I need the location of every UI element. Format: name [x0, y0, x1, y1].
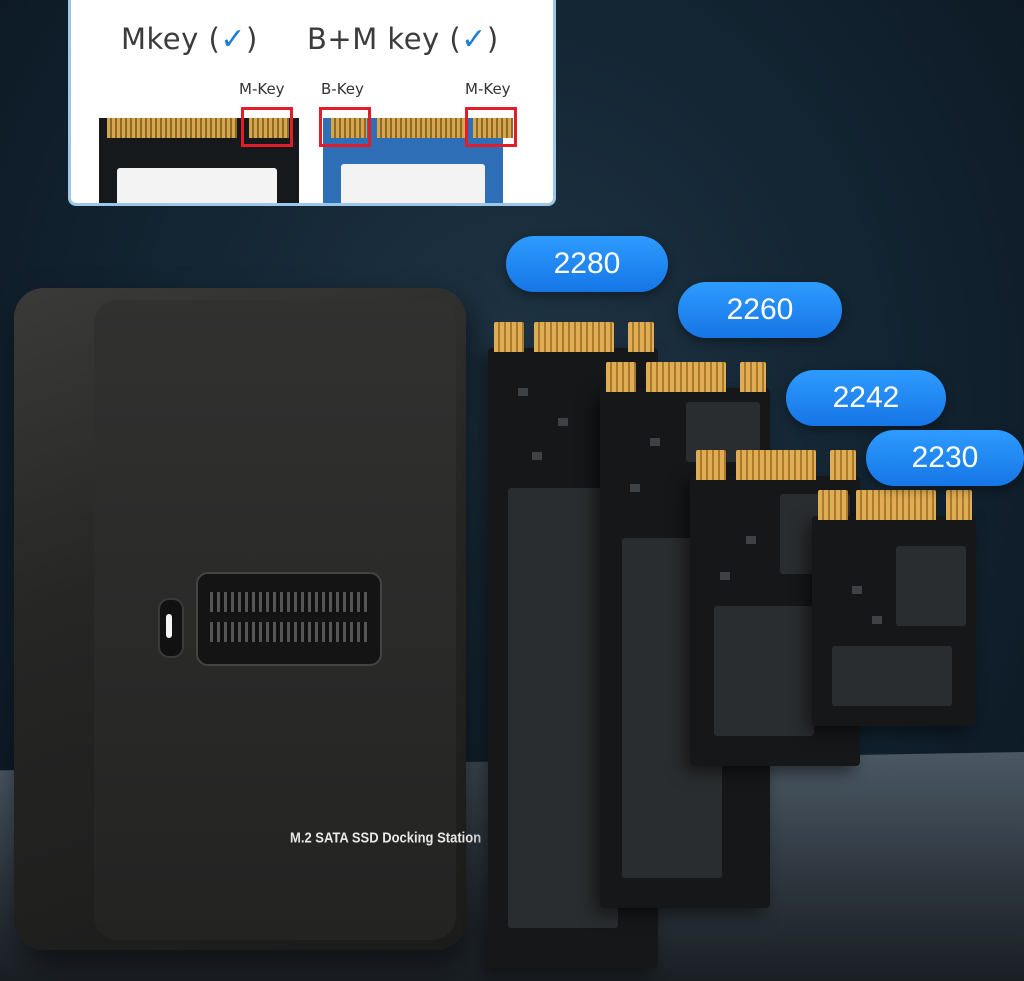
ssd-pins [646, 362, 726, 392]
mkey-pins-small [249, 118, 289, 138]
ssd-component [872, 616, 882, 624]
mkey-pins-blue [473, 118, 513, 138]
size-badge-2230: 2230 [866, 430, 1024, 486]
m2-slot [196, 572, 382, 666]
check-icon: ✓ [220, 22, 246, 57]
b-key-highlight [319, 107, 371, 147]
ssd-sticker [341, 164, 485, 203]
m-key-highlight-2 [465, 107, 517, 147]
ssd-pins [494, 322, 524, 352]
dock-label: M.2 SATA SSD Docking Station [290, 828, 482, 847]
m-key-label-2: M-Key [465, 80, 511, 98]
led-indicator-icon [158, 598, 184, 658]
ssd-chip [832, 646, 952, 706]
ssd-component [558, 418, 568, 426]
ssd-pins [534, 322, 614, 352]
ssd-component [746, 536, 756, 544]
size-badge-2242: 2242 [786, 370, 946, 426]
ssd-component [720, 572, 730, 580]
key-type-panel: Mkey (✓) B+M key (✓) M-Key B-Key M-Key [68, 0, 556, 206]
ssd-chip [714, 606, 814, 736]
size-badge-2260: 2260 [678, 282, 842, 338]
bkey-pins [331, 118, 367, 138]
ssd-pins [946, 490, 972, 520]
ssd-pins [856, 490, 936, 520]
bm-pins [377, 118, 465, 138]
b-key-label: B-Key [321, 80, 364, 98]
ssd-pins [740, 362, 766, 392]
ssd-2230 [812, 490, 976, 726]
ssd-pins [696, 450, 726, 480]
ssd-pins [818, 490, 848, 520]
mkey-heading: Mkey (✓) [121, 22, 258, 57]
ssd-pins [736, 450, 816, 480]
ssd-component [650, 438, 660, 446]
ssd-pins [628, 322, 654, 352]
ssd-sticker [117, 168, 277, 203]
ssd-component [630, 484, 640, 492]
m-key-highlight [241, 107, 293, 147]
m-key-label: M-Key [239, 80, 285, 98]
ssd-component [852, 586, 862, 594]
ssd-chip [508, 488, 618, 928]
slot-pins [210, 622, 368, 642]
ssd-component [532, 452, 542, 460]
slot-pins [210, 592, 368, 612]
bm-key-heading: B+M key (✓) [307, 22, 499, 57]
mkey-pins [107, 118, 237, 138]
check-icon: ✓ [461, 22, 487, 57]
ssd-component [518, 388, 528, 396]
ssd-pins [606, 362, 636, 392]
size-badge-2280: 2280 [506, 236, 668, 292]
ssd-pins [830, 450, 856, 480]
ssd-chip [896, 546, 966, 626]
